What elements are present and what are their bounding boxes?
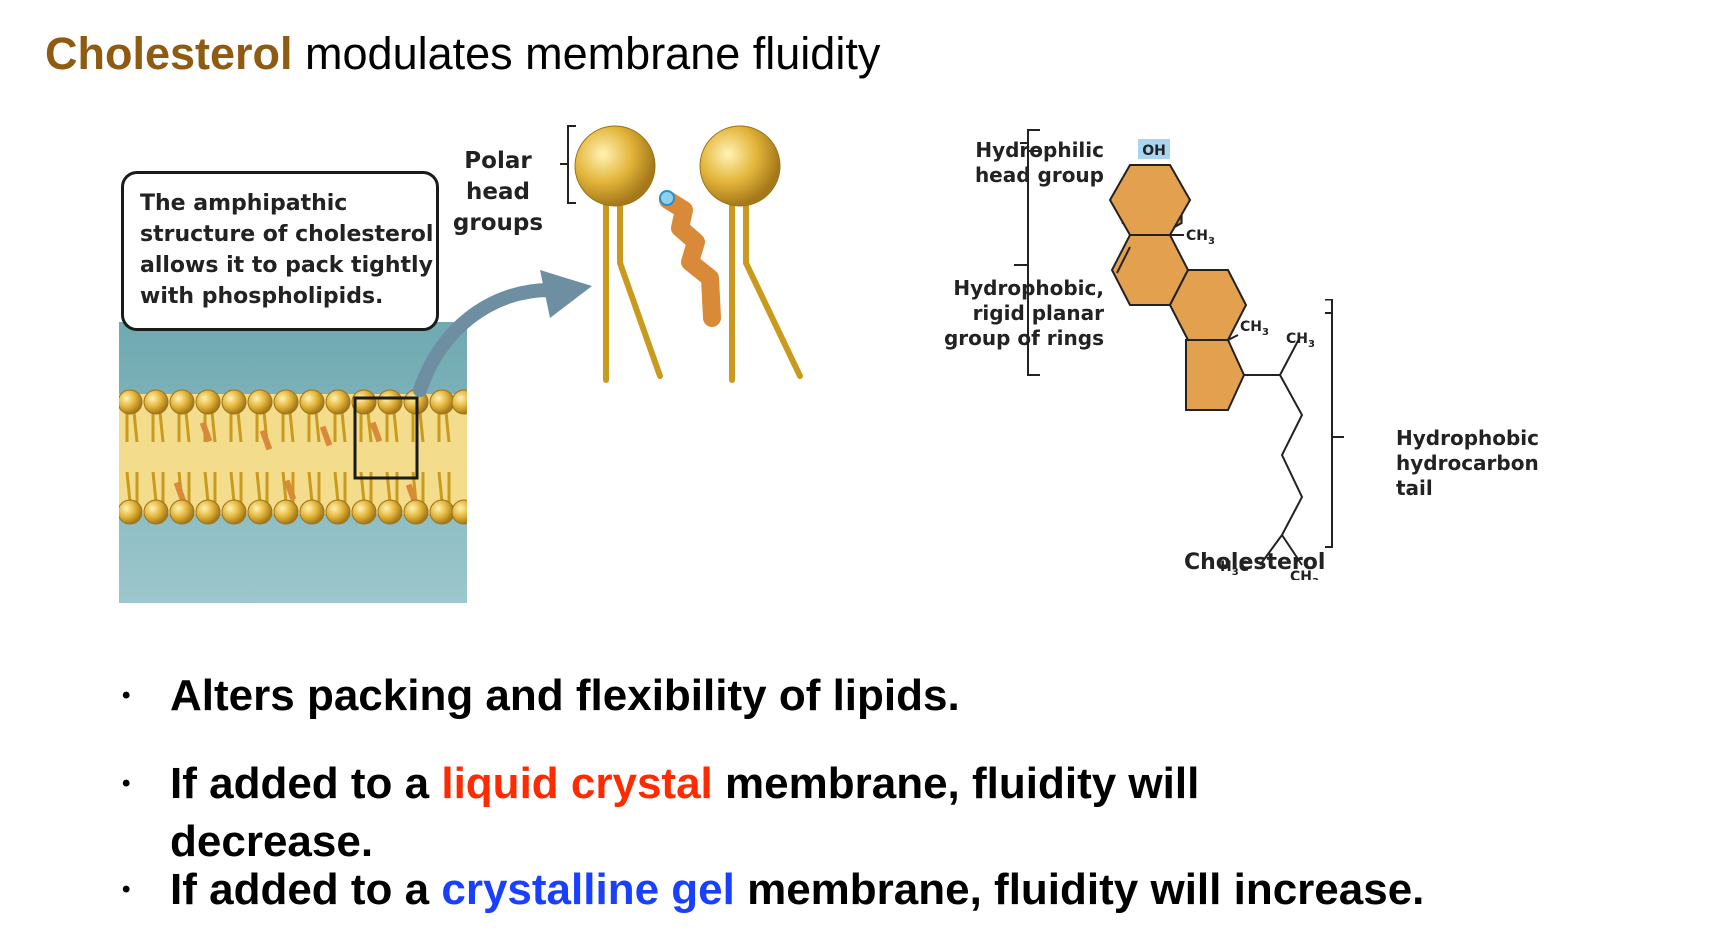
label-line: rigid planar <box>972 301 1104 325</box>
bullet-dot: • <box>122 682 131 709</box>
bullet-text-part: membrane, fluidity will increase. <box>734 865 1425 914</box>
bullet-text: Alters packing and flexibility of lipids… <box>170 671 960 720</box>
zoom-arrow <box>413 270 592 397</box>
label-line: hydrocarbon <box>1396 451 1539 475</box>
cholesterol-structure-diagram: OH CH3 CH3 CH3 H3C CH3 <box>1014 129 1344 580</box>
label-line: tail <box>1396 476 1433 500</box>
ch3-label: CH3 <box>1240 319 1269 338</box>
phospholipid-head <box>699 125 781 207</box>
cholesterol-caption: Cholesterol <box>1184 550 1326 575</box>
bullet-text: If added to a crystalline gel membrane, … <box>170 862 1424 918</box>
bullet-continuation: decrease. <box>170 817 374 866</box>
polar-bracket <box>560 125 576 204</box>
bullet-text-part: If added to a <box>170 759 442 808</box>
callout-line: allows it to pack tightly <box>140 253 433 278</box>
bullet-item: • If added to a crystalline gel membrane… <box>122 862 1424 918</box>
label-line: group of rings <box>943 326 1104 350</box>
oh-highlight <box>1138 139 1170 159</box>
label-line: Hydrophilic <box>975 138 1104 162</box>
slide-title: Cholesterol modulates membrane fluidity <box>45 26 880 82</box>
ch3-label: CH3 <box>1286 331 1315 350</box>
callout-line: with phospholipids. <box>140 284 384 309</box>
label-line: head group <box>974 163 1104 187</box>
bullet-dot: • <box>122 770 131 797</box>
oh-label: OH <box>1142 143 1166 159</box>
hydroxyl-group <box>659 190 675 206</box>
polar-label-line: Polar <box>464 148 532 174</box>
polar-label-line: groups <box>452 210 544 236</box>
bullet-text: If added to a liquid crystal membrane, f… <box>170 756 1199 812</box>
h3c-label: H3C <box>1220 559 1249 578</box>
label-line: Hydrophobic, <box>953 276 1104 300</box>
ch3-label: CH3 <box>1186 228 1215 247</box>
bullet-item: • If added to a liquid crystal membrane,… <box>122 756 1199 812</box>
crystalline-gel-highlight: crystalline gel <box>441 865 735 914</box>
polar-label-line: head <box>466 179 530 205</box>
bullet-item: • Alters packing and flexibility of lipi… <box>122 668 960 724</box>
callout-line: structure of cholesterol <box>140 222 434 247</box>
bullet-text-part: If added to a <box>170 865 442 914</box>
membrane-bilayer-illustration <box>119 322 467 603</box>
cholesterol-molecule <box>659 191 721 327</box>
title-rest: modulates membrane fluidity <box>292 28 881 79</box>
hydrophobic-tail-label: Hydrophobic hydrocarbon tail <box>1396 426 1539 501</box>
bullet-dot: • <box>122 876 131 903</box>
hydrocarbon-tail <box>1014 129 1333 566</box>
phospholipid-head <box>574 125 656 207</box>
hydrophobic-rings-label: Hydrophobic, rigid planar group of rings <box>930 276 1104 351</box>
polar-head-groups-label: Polar head groups <box>450 146 546 239</box>
ch3-label: CH3 <box>1290 569 1319 580</box>
title-highlight: Cholesterol <box>45 28 293 79</box>
zoom-box <box>353 396 419 480</box>
hydrophilic-head-label: Hydrophilic head group <box>950 138 1104 188</box>
bullet-text-part: membrane, fluidity will <box>712 759 1200 808</box>
label-line: Hydrophobic <box>1396 426 1540 450</box>
callout-line: The amphipathic <box>140 191 348 216</box>
liquid-crystal-highlight: liquid crystal <box>441 759 713 808</box>
phospholipid-zoom-illustration <box>560 125 803 383</box>
amphipathic-callout: The amphipathic structure of cholesterol… <box>121 171 439 331</box>
